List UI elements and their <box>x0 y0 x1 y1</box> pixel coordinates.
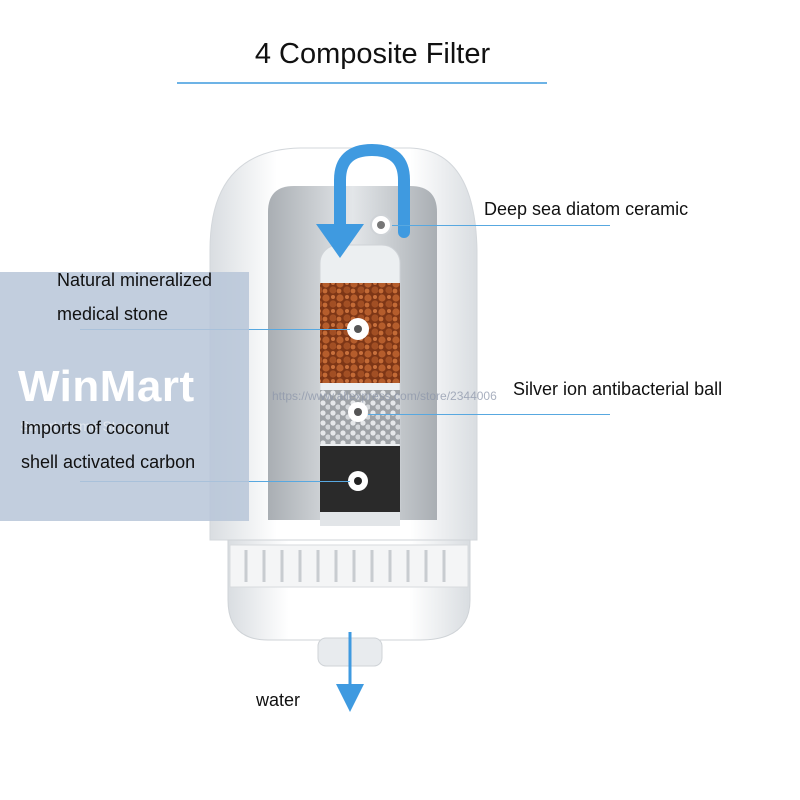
page-title: 4 Composite Filter <box>254 38 491 70</box>
watermark-url: https://www.aliexpress.com/store/2344006 <box>272 389 497 403</box>
label-diatom: Deep sea diatom ceramic <box>484 199 689 219</box>
label-silver: Silver ion antibacterial ball <box>513 379 723 399</box>
label-mineral-line2: medical stone <box>57 304 169 324</box>
label-coconut-line1: Imports of coconut <box>21 418 170 438</box>
water-out-arrowhead <box>336 684 364 712</box>
title-underline <box>177 82 547 84</box>
label-coconut-line2: shell activated carbon <box>21 452 196 472</box>
watermark-brand: WinMart <box>18 362 195 411</box>
marker-dots <box>347 214 392 491</box>
flow-down-arrowhead <box>316 224 364 258</box>
leader-silver <box>368 414 610 415</box>
flow-in-arrow <box>334 143 410 238</box>
watermark-tagline: Smart Home Store <box>20 418 136 434</box>
label-water: water <box>256 690 301 710</box>
watermark-panel <box>0 272 249 521</box>
label-mineral-line1: Natural mineralized <box>57 270 213 290</box>
filter-cap <box>227 539 471 667</box>
leader-diatom <box>392 225 610 226</box>
